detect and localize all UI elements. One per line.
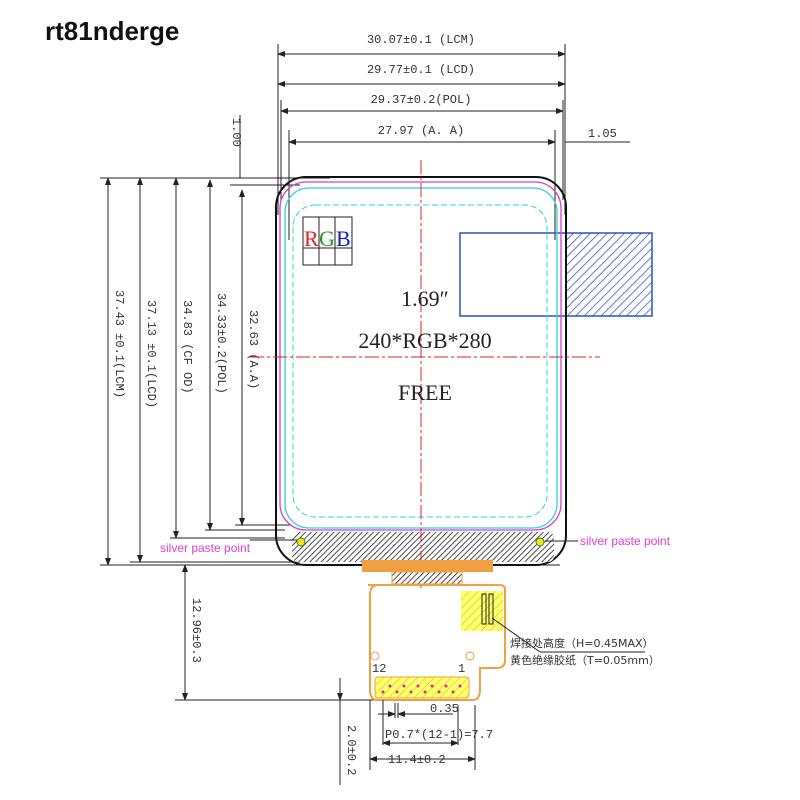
active-area-outline: [292, 204, 548, 518]
dim-pitch: P0.7*(12-1)=7.7: [385, 728, 493, 742]
pin-1-label: 1: [458, 662, 465, 676]
dim-lcd-width: 29.77±0.1 (LCD): [367, 63, 475, 77]
dim-lcm-height: 37.43 ±0.1(LCM): [112, 290, 126, 398]
dim-pol-width: 29.37±0.2(POL): [371, 93, 472, 107]
pin-12-label: 12: [372, 662, 386, 676]
dim-fpc-length: 12.96±0.3: [189, 598, 203, 663]
silver-paste-label-left: silver paste point: [160, 541, 251, 555]
dim-top-gap: 1.00: [229, 118, 243, 147]
dim-pol-height: 34.33±0.2(POL): [214, 293, 228, 394]
dim-pin-width: 0.35: [430, 702, 459, 716]
fpc-outline: [368, 584, 506, 701]
dim-lcd-height: 37.13 ±0.1(LCD): [144, 300, 158, 408]
display-type: FREE: [398, 380, 452, 405]
hatched-region: [565, 232, 653, 317]
display-size: 1.69″: [401, 286, 449, 311]
dim-right-gap: 1.05: [588, 127, 617, 141]
fpc-connector: [362, 560, 493, 572]
tape-note: 黄色绝缘胶纸（T=0.05mm）: [510, 653, 660, 667]
rgb-pixel-icon: R G B: [302, 216, 353, 266]
dim-lcm-width: 30.07±0.1 (LCM): [367, 33, 475, 47]
silver-paste-dot-right: [535, 537, 545, 547]
rgb-r: R: [304, 226, 319, 251]
dim-aa-width: 27.97 (A. A): [378, 124, 464, 138]
watermark: rt81nderge: [45, 16, 179, 46]
bottom-ledge: [292, 532, 554, 562]
solder-height-note: 焊接处高度（H=0.45MAX）: [510, 636, 654, 650]
fpc-pads: [374, 676, 470, 699]
silver-paste-label-right: silver paste point: [580, 534, 671, 548]
dim-cf-height: 34.83 (CF OD): [180, 300, 194, 394]
dim-fpc-width: 11.4±0.2: [388, 753, 446, 767]
rgb-g: G: [319, 226, 335, 251]
dim-fpc-tail: 2.0±0.2: [344, 725, 358, 775]
silver-paste-dot-left: [296, 537, 306, 547]
dim-aa-height: 32.63 (A.A): [246, 310, 260, 389]
display-resolution: 240*RGB*280: [358, 328, 491, 353]
fpc-stiffener: [391, 571, 463, 585]
rgb-b: B: [336, 226, 351, 251]
